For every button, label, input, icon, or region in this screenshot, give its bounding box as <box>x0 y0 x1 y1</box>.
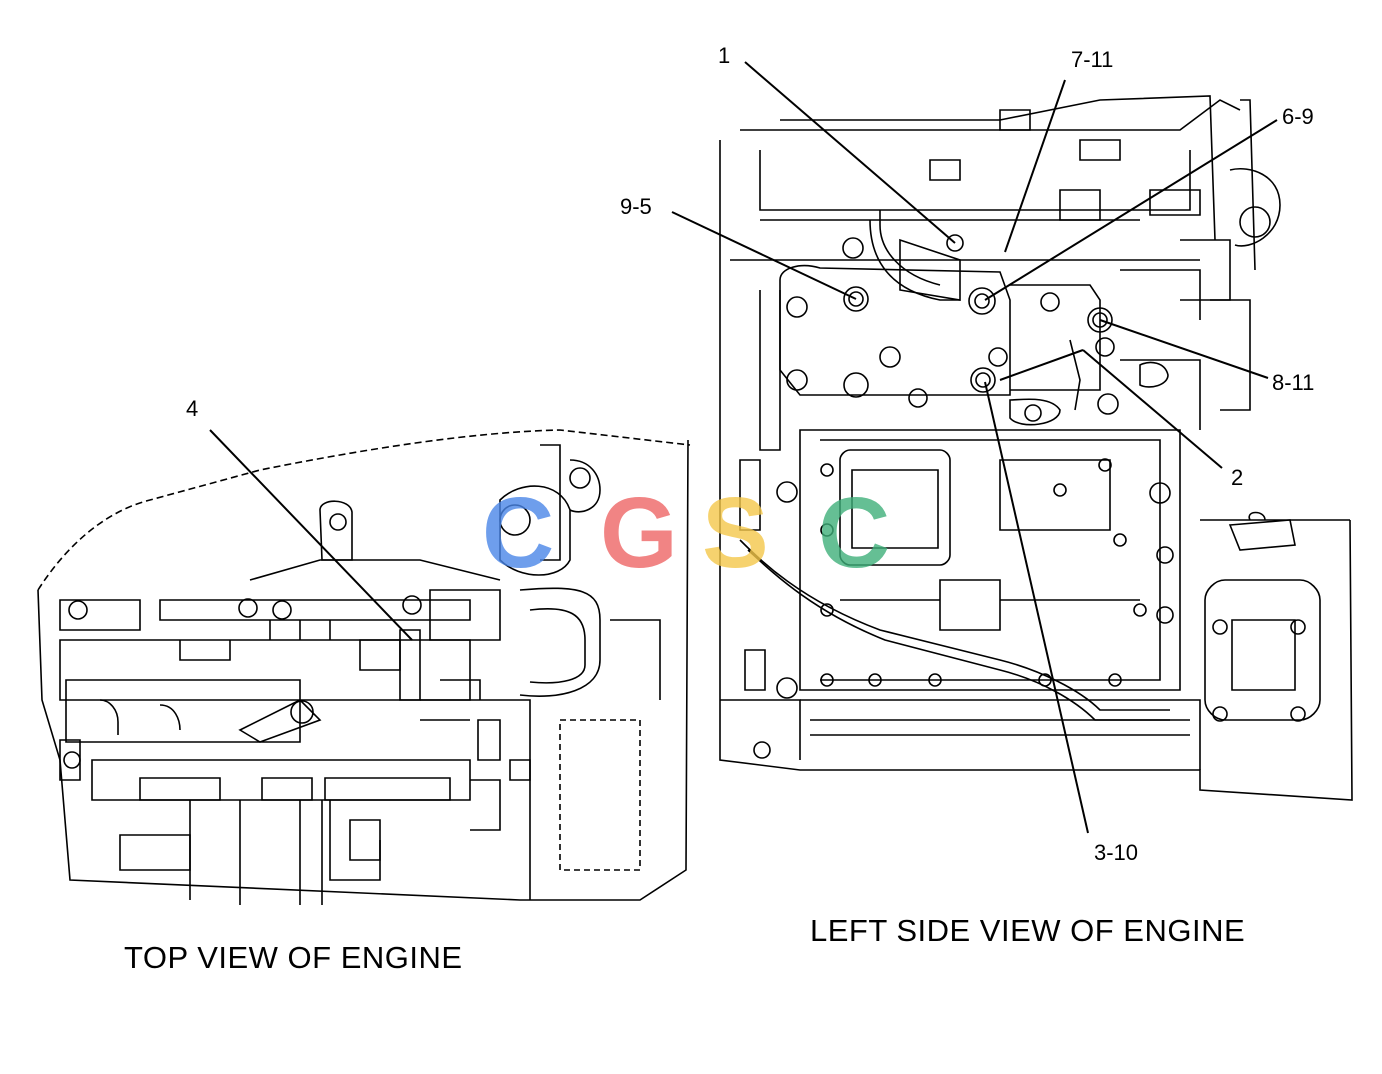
leader-line-3-10 <box>984 381 1089 834</box>
leader-line-8-11 <box>1099 319 1269 379</box>
leader-lines <box>209 61 1278 834</box>
leader-line-2 <box>1082 349 1223 469</box>
top-view-drawing <box>37 429 691 905</box>
leader-line-9-5 <box>671 211 857 300</box>
callout-9-5: 9-5 <box>620 194 652 219</box>
leader-line-4 <box>209 429 413 641</box>
callout-7-11: 7-11 <box>1071 47 1113 72</box>
left-side-view-drawing <box>719 95 1353 801</box>
callout-8-11: 8-11 <box>1272 370 1314 395</box>
callout-3-10: 3-10 <box>1094 840 1138 865</box>
leader-line-2-b <box>999 349 1084 381</box>
watermark-letter-c1: C <box>482 477 555 589</box>
callout-labels: 1 7-11 6-9 9-5 8-11 2 3-10 4 <box>186 43 1314 865</box>
callout-6-9: 6-9 <box>1282 104 1314 129</box>
watermark-letter-g: G <box>600 477 678 589</box>
top-view-title: TOP VIEW OF ENGINE <box>124 940 463 975</box>
leader-line-7-11 <box>1004 79 1066 253</box>
left-side-view-title: LEFT SIDE VIEW OF ENGINE <box>810 913 1246 948</box>
callout-1: 1 <box>718 43 730 68</box>
callout-2: 2 <box>1231 465 1243 490</box>
leader-line-6-9 <box>984 119 1278 301</box>
watermark-letter-s: S <box>702 477 769 589</box>
leader-line-1 <box>744 61 956 244</box>
callout-4: 4 <box>186 396 198 421</box>
watermark-letter-c2: C <box>818 477 891 589</box>
